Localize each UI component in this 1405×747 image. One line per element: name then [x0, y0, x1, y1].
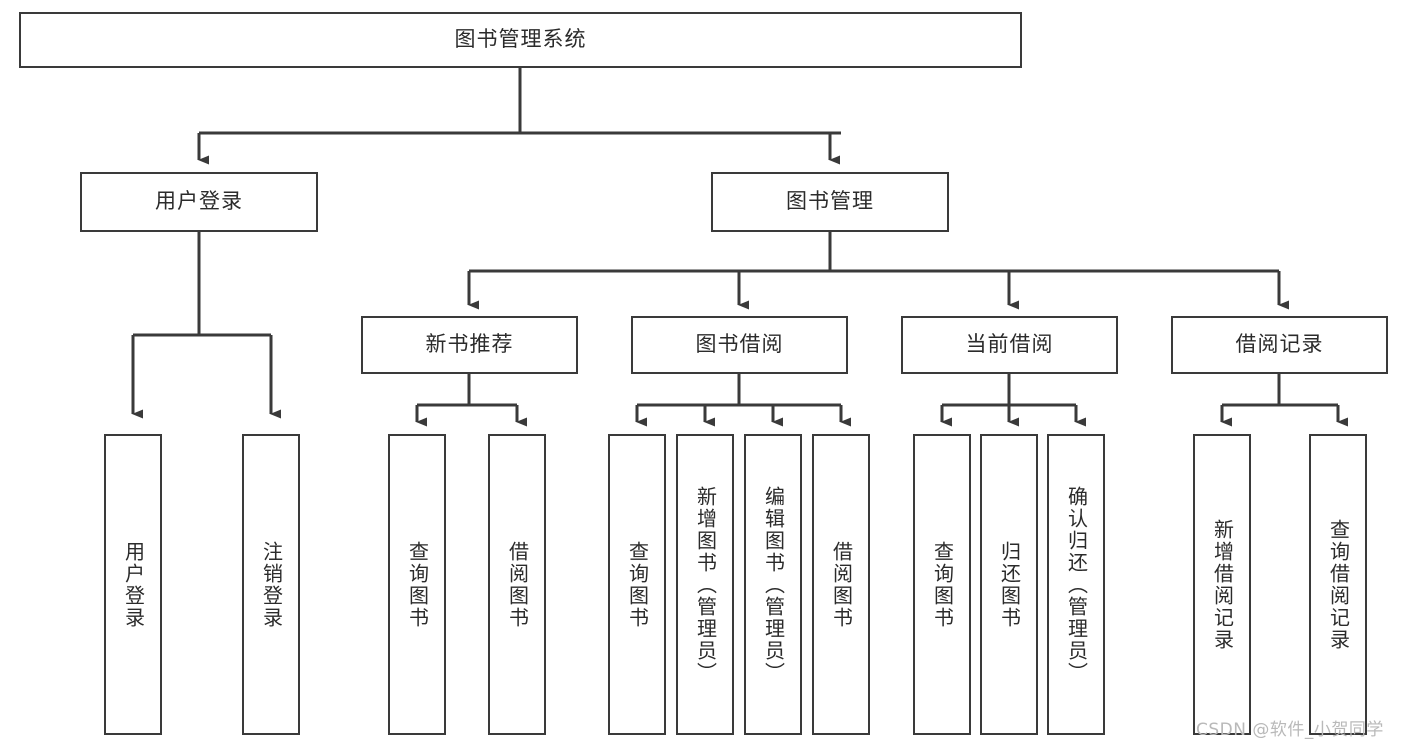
- node-user-login[interactable]: 用户登录: [80, 172, 318, 232]
- leaf-label: 借阅图书: [505, 540, 530, 629]
- csdn-watermark: CSDN @软件_小贺同学: [1196, 720, 1384, 740]
- leaf-current-borrow-0[interactable]: 查询图书: [913, 434, 971, 735]
- node-book-manage-label: 图书管理: [786, 189, 874, 214]
- node-root[interactable]: 图书管理系统: [19, 12, 1022, 68]
- leaf-current-borrow-2[interactable]: 确认归还（管理员）: [1047, 434, 1105, 735]
- leaf-user-login-0[interactable]: 用户登录: [104, 434, 162, 735]
- node-borrow-record[interactable]: 借阅记录: [1171, 316, 1388, 374]
- leaf-new-book-recommend-1[interactable]: 借阅图书: [488, 434, 546, 735]
- leaf-label: 借阅图书: [829, 540, 854, 629]
- leaf-label: 查询图书: [405, 540, 430, 629]
- leaf-new-book-recommend-0[interactable]: 查询图书: [388, 434, 446, 735]
- leaf-book-borrow-3[interactable]: 借阅图书: [812, 434, 870, 735]
- node-new-book-recommend[interactable]: 新书推荐: [361, 316, 578, 374]
- leaf-label: 归还图书: [997, 540, 1022, 629]
- node-current-borrow[interactable]: 当前借阅: [901, 316, 1118, 374]
- leaf-label: 查询借阅记录: [1326, 518, 1351, 651]
- leaf-label: 编辑图书（管理员）: [761, 485, 786, 684]
- node-new-book-recommend-label: 新书推荐: [425, 332, 514, 357]
- node-user-login-label: 用户登录: [155, 189, 243, 214]
- leaf-book-borrow-2[interactable]: 编辑图书（管理员）: [744, 434, 802, 735]
- node-root-label: 图书管理系统: [454, 27, 587, 52]
- leaf-borrow-record-0[interactable]: 新增借阅记录: [1193, 434, 1251, 735]
- leaf-borrow-record-1[interactable]: 查询借阅记录: [1309, 434, 1367, 735]
- leaf-label: 新增图书（管理员）: [693, 485, 718, 684]
- node-book-borrow-label: 图书借阅: [695, 332, 784, 357]
- node-borrow-record-label: 借阅记录: [1235, 332, 1324, 357]
- leaf-book-borrow-0[interactable]: 查询图书: [608, 434, 666, 735]
- node-book-manage[interactable]: 图书管理: [711, 172, 949, 232]
- node-book-borrow[interactable]: 图书借阅: [631, 316, 848, 374]
- leaf-label: 查询图书: [930, 540, 955, 629]
- leaf-user-login-1[interactable]: 注销登录: [242, 434, 300, 735]
- leaf-label: 用户登录: [121, 540, 146, 629]
- leaf-current-borrow-1[interactable]: 归还图书: [980, 434, 1038, 735]
- leaf-label: 确认归还（管理员）: [1064, 485, 1089, 684]
- leaf-label: 新增借阅记录: [1210, 518, 1235, 651]
- leaf-label: 注销登录: [259, 540, 284, 629]
- node-current-borrow-label: 当前借阅: [965, 332, 1054, 357]
- leaf-label: 查询图书: [625, 540, 650, 629]
- leaf-book-borrow-1[interactable]: 新增图书（管理员）: [676, 434, 734, 735]
